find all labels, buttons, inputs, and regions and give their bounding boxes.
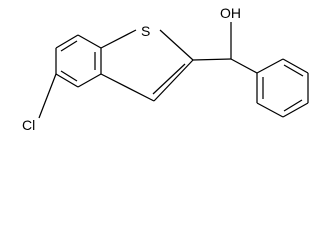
- bond: [55, 34, 79, 49]
- double-bond-inner: [283, 64, 304, 77]
- bond: [55, 73, 79, 88]
- bond: [100, 73, 155, 102]
- bond: [256, 102, 284, 118]
- bond: [256, 58, 284, 74]
- chlorine-atom-label: Cl: [22, 117, 35, 133]
- double-bond-inner: [60, 70, 78, 82]
- double-bond-inner: [152, 63, 186, 95]
- bond: [282, 58, 309, 74]
- sulfur-atom-label: S: [141, 23, 150, 39]
- double-bond-inner: [283, 99, 303, 112]
- bond: [153, 59, 194, 102]
- bond: [192, 58, 232, 61]
- bond: [230, 58, 258, 74]
- chemical-structure-diagram: S OH Cl: [22, 5, 309, 133]
- structure-canvas: S OH Cl: [22, 5, 309, 133]
- bond-to-chlorine: [38, 73, 57, 119]
- bond: [282, 102, 309, 118]
- bond: [77, 34, 102, 49]
- bond: [77, 73, 102, 88]
- bond: [100, 29, 137, 49]
- double-bond-inner: [60, 40, 78, 52]
- hydroxyl-label: OH: [220, 5, 241, 21]
- bond: [159, 29, 194, 61]
